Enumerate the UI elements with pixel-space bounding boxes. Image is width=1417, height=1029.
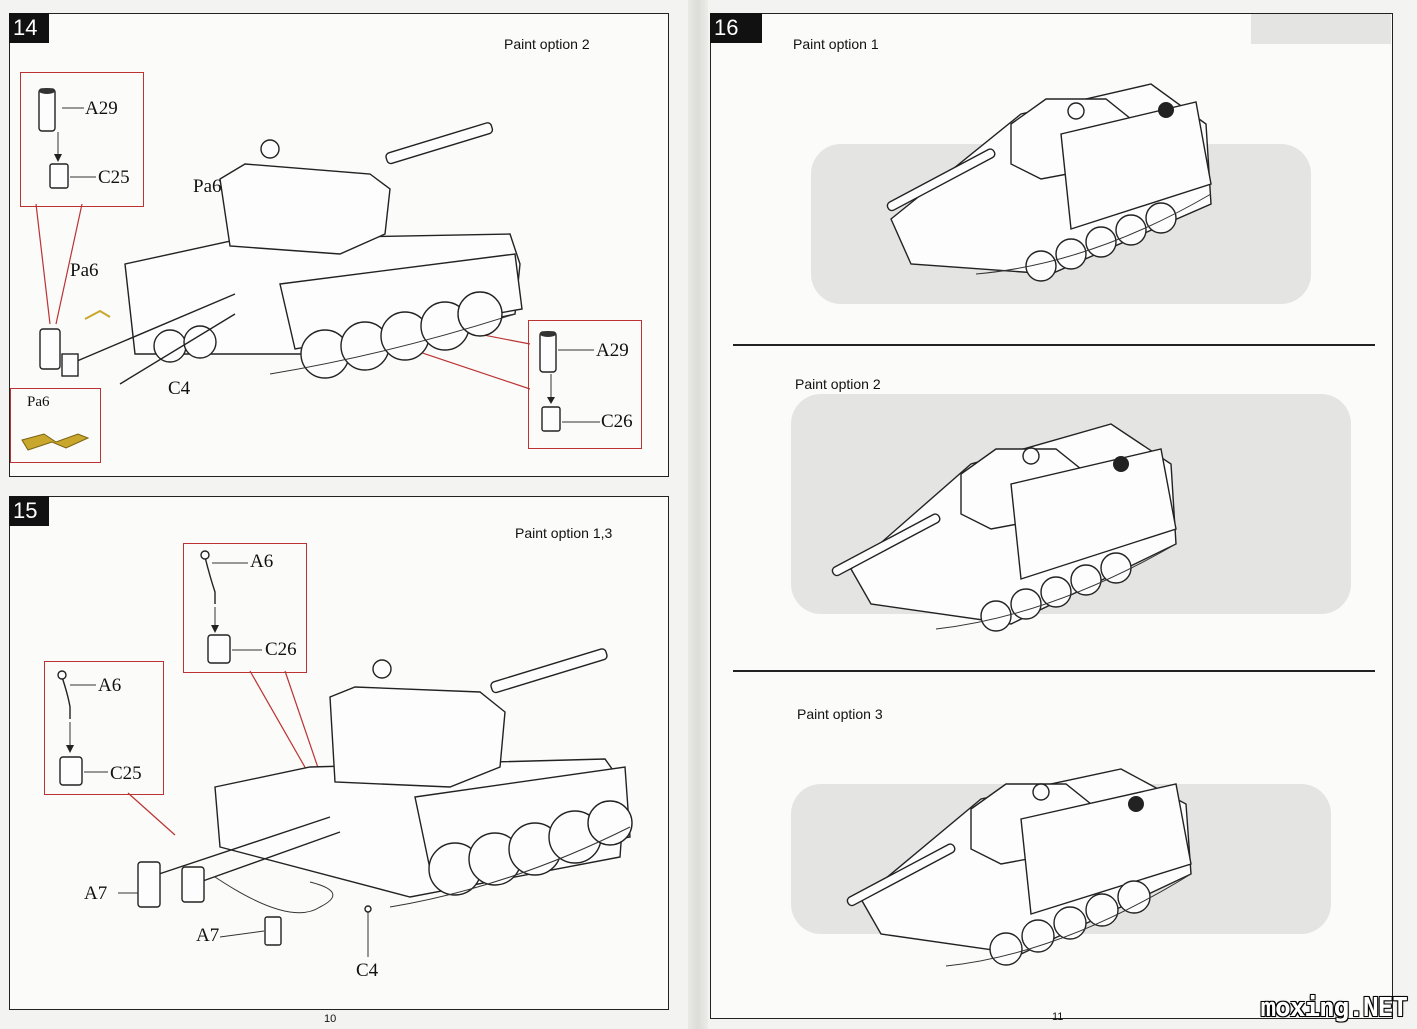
step-number: 15: [9, 496, 49, 526]
step-number: 14: [9, 13, 49, 43]
tank-drawing-option-3: [846, 768, 1192, 967]
page-spine: [688, 0, 708, 1029]
paint-option-label: Paint option 2: [504, 36, 590, 52]
step-15-panel: 15 Paint option 1,3: [9, 496, 669, 1010]
watermark-logo: moxing.NET: [1260, 993, 1408, 1023]
inset-pa6-box: [10, 388, 101, 463]
part-label-c26: C26: [265, 639, 297, 660]
part-label-pa6-left: Pa6: [70, 260, 99, 281]
page-number-right: 11: [1052, 1011, 1064, 1023]
step-14-panel: 14 Paint option 2 A29 C25: [9, 13, 669, 477]
paint-option-1-label: Paint option 1: [793, 36, 879, 52]
separator-line: [733, 344, 1375, 346]
callout-box-a29-c26: [528, 320, 642, 449]
step-number: 16: [710, 13, 762, 43]
paint-option-label: Paint option 1,3: [515, 525, 613, 541]
inset-label-pa6: Pa6: [27, 394, 50, 410]
tank-drawing-step14: [39, 122, 600, 432]
part-label-a6-top: A6: [250, 551, 274, 572]
tank-drawing-option-1: [886, 83, 1212, 282]
part-label-c25: C25: [110, 763, 142, 784]
page-number-left: 10: [324, 1013, 337, 1025]
part-label-c26: C26: [601, 411, 633, 432]
paint-option-2-label: Paint option 2: [795, 376, 881, 392]
separator-line: [733, 670, 1375, 672]
part-label-a29-right: A29: [596, 340, 629, 361]
part-label-a7-left: A7: [84, 883, 108, 904]
step-16-panel: 16 Paint option 1 Paint option 2: [710, 13, 1393, 1019]
part-label-c4: C4: [168, 378, 191, 399]
tank-drawing-step15: [57, 550, 633, 957]
callout-box-a6-c25: [44, 661, 164, 795]
callout-box-a6-c26: [183, 543, 307, 673]
part-label-a29: A29: [85, 98, 118, 119]
part-label-c4: C4: [356, 960, 379, 981]
part-label-a6-left: A6: [98, 675, 122, 696]
photo-etch-pa6-icon: [21, 433, 90, 451]
part-label-pa6-upper: Pa6: [193, 176, 222, 197]
part-label-a7-bottom: A7: [196, 925, 220, 946]
paint-option-3-label: Paint option 3: [797, 706, 883, 722]
part-label-c25: C25: [98, 167, 130, 188]
tank-drawing-option-2: [831, 423, 1177, 632]
